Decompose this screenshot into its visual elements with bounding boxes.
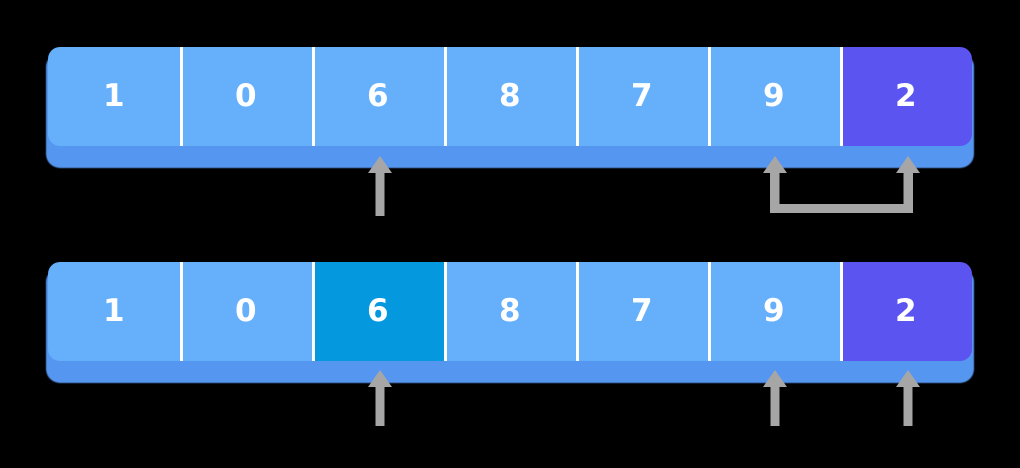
arrow-up-icon bbox=[896, 156, 920, 173]
array-cell-value: 0 bbox=[234, 293, 258, 329]
array-cell[interactable]: 1 bbox=[48, 47, 180, 146]
bottom-array-cells: 1 0 6 8 7 9 2 bbox=[48, 262, 972, 361]
top-pointer-left bbox=[763, 156, 787, 212]
array-cell-value: 7 bbox=[630, 293, 654, 329]
array-cell[interactable]: 6 bbox=[312, 47, 444, 146]
arrow-shaft bbox=[903, 385, 913, 426]
array-cell[interactable]: 7 bbox=[576, 262, 708, 361]
arrow-up-icon bbox=[896, 370, 920, 387]
top-pointer-pivot bbox=[368, 156, 392, 216]
array-cell-value: 8 bbox=[498, 78, 522, 114]
arrow-up-icon bbox=[368, 156, 392, 173]
arrow-up-icon bbox=[763, 370, 787, 387]
arrow-up-icon bbox=[763, 156, 787, 173]
array-cell-pivot[interactable]: 2 bbox=[840, 47, 972, 146]
array-cell-value: 2 bbox=[894, 78, 918, 114]
arrow-shaft bbox=[770, 385, 780, 426]
arrow-shaft bbox=[375, 385, 385, 426]
bottom-pointer-pivot bbox=[368, 370, 392, 426]
array-cell-value: 6 bbox=[366, 78, 390, 114]
array-cell[interactable]: 1 bbox=[48, 262, 180, 361]
arrow-shaft bbox=[770, 171, 780, 212]
arrow-up-icon bbox=[368, 370, 392, 387]
top-pointer-right bbox=[896, 156, 920, 212]
array-cell-value: 6 bbox=[366, 293, 390, 329]
array-cell-value: 1 bbox=[102, 78, 126, 114]
array-cell[interactable]: 8 bbox=[444, 47, 576, 146]
array-cell-value: 9 bbox=[762, 78, 786, 114]
bottom-pointer-right bbox=[896, 370, 920, 426]
bottom-pointer-left bbox=[763, 370, 787, 426]
array-cell-value: 9 bbox=[762, 293, 786, 329]
array-cell[interactable]: 9 bbox=[708, 47, 840, 146]
arrow-shaft bbox=[903, 171, 913, 212]
array-cell-pivot[interactable]: 2 bbox=[840, 262, 972, 361]
pointer-connector-bracket bbox=[770, 168, 913, 213]
top-array: 1 0 6 8 7 9 2 bbox=[46, 47, 974, 168]
array-cell[interactable]: 0 bbox=[180, 262, 312, 361]
array-cell[interactable]: 9 bbox=[708, 262, 840, 361]
array-cell[interactable]: 0 bbox=[180, 47, 312, 146]
array-cell[interactable]: 8 bbox=[444, 262, 576, 361]
array-cell-highlighted[interactable]: 6 bbox=[312, 262, 444, 361]
array-cell-value: 1 bbox=[102, 293, 126, 329]
bottom-array: 1 0 6 8 7 9 2 bbox=[46, 262, 974, 383]
top-array-cells: 1 0 6 8 7 9 2 bbox=[48, 47, 972, 146]
array-cell-value: 7 bbox=[630, 78, 654, 114]
array-cell-value: 2 bbox=[894, 293, 918, 329]
array-cell[interactable]: 7 bbox=[576, 47, 708, 146]
array-cell-value: 8 bbox=[498, 293, 522, 329]
arrow-shaft bbox=[375, 171, 385, 216]
array-cell-value: 0 bbox=[234, 78, 258, 114]
